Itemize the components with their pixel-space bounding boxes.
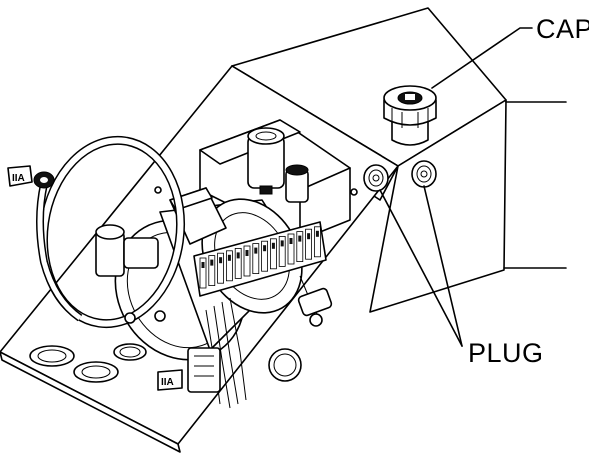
cap-label: CAP [536,14,589,44]
battery-tag-bottom-text: IIA [161,377,174,388]
terminal-screw [263,245,267,252]
base-grommet-mid [73,361,119,383]
terminal-screw [210,259,214,266]
mounting-bolts [124,186,358,324]
pump-outlet-fitting [95,224,159,277]
solenoid-coil [247,127,285,195]
terminal-screw [315,230,319,237]
terminal-slot [313,226,321,258]
terminal-slot [199,257,207,289]
battery-tag-top-text: IIA [12,173,25,184]
terminal-screw [236,252,240,259]
battery-cable [36,183,83,322]
terminal-screw [307,233,311,240]
battery-terminal-tag-bottom: IIA [157,347,221,393]
terminal-slot [225,250,233,282]
terminal-slot [305,228,313,260]
base-plug-round [268,348,302,382]
battery-cable-loop [38,135,186,329]
terminal-slot [243,245,251,277]
relief-valve [285,164,309,203]
terminal-screw [271,242,275,249]
tank-plug-right [411,160,437,188]
terminal-slot [208,255,216,287]
terminal-slot [234,247,242,279]
battery-terminal-tag-top: IIA [7,165,55,189]
terminal-slot [287,233,295,265]
terminal-slot [217,252,225,284]
terminal-screw [289,238,293,244]
cable-clamp [297,287,333,327]
tank-plug-left [363,164,389,192]
terminal-slot [261,240,269,272]
terminal-slot [296,231,304,263]
filler-cap [383,85,437,146]
terminal-screw [280,240,284,247]
base-grommet-left [29,345,75,367]
terminal-slot [278,235,286,267]
terminal-slot [269,238,277,270]
terminal-screw [298,235,302,242]
base-grommet-right [113,343,147,361]
terminal-screw [219,257,223,264]
terminal-screw [245,250,249,256]
terminal-screw [227,254,231,261]
plug-callout: PLUG [379,185,544,368]
cap-callout: CAP [431,14,589,89]
terminal-screw [254,247,258,254]
terminal-screw [201,262,205,268]
terminal-slot [252,243,260,275]
plug-label: PLUG [468,338,544,368]
terminal-block-strip [193,221,327,297]
